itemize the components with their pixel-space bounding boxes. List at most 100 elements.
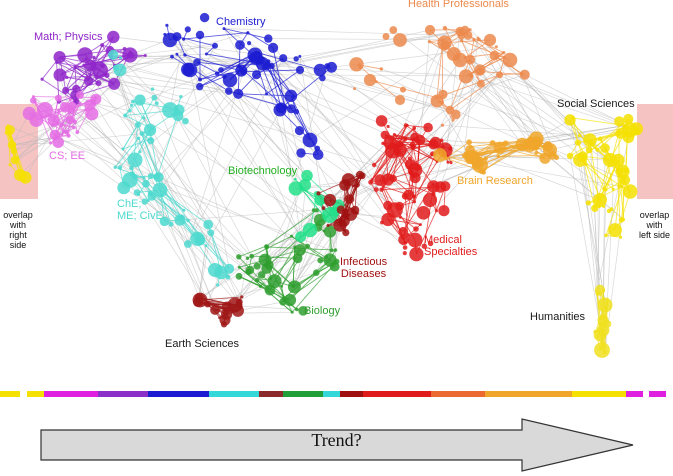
label-overlap-right-side: overlap with right side xyxy=(3,210,33,250)
network-node xyxy=(136,136,141,140)
network-edge xyxy=(381,74,525,122)
overlap-box-right xyxy=(637,104,673,199)
label-humanities: Humanities xyxy=(530,311,586,323)
network-edge xyxy=(205,107,282,246)
network-node xyxy=(445,105,455,115)
network-node xyxy=(218,67,224,73)
network-edge xyxy=(266,66,292,110)
network-node xyxy=(204,52,208,56)
network-edge xyxy=(171,56,230,92)
network-edge xyxy=(223,28,308,176)
network-node xyxy=(583,133,597,147)
network-node xyxy=(66,133,71,138)
network-node xyxy=(433,148,447,162)
network-edge xyxy=(55,136,121,168)
network-node xyxy=(237,265,241,269)
network-node xyxy=(305,243,310,249)
network-node xyxy=(301,169,313,182)
network-node xyxy=(316,191,321,196)
network-node xyxy=(40,77,44,81)
network-node xyxy=(142,180,150,188)
network-node xyxy=(107,30,120,44)
network-node xyxy=(184,26,191,33)
strip-segment xyxy=(26,391,44,397)
network-node xyxy=(614,116,625,127)
network-edge xyxy=(183,32,248,40)
network-node xyxy=(343,209,348,213)
network-node xyxy=(298,54,302,58)
network-node xyxy=(351,184,355,188)
strip-segment xyxy=(363,391,431,397)
network-edge xyxy=(399,127,415,145)
network-edge xyxy=(238,256,271,291)
network-edge xyxy=(465,76,536,143)
network-node xyxy=(502,52,518,68)
strip-segment xyxy=(430,391,485,397)
network-node xyxy=(146,199,150,203)
network-node xyxy=(597,136,603,142)
network-node xyxy=(280,284,284,288)
network-edge xyxy=(268,38,389,206)
network-edge xyxy=(9,113,92,165)
network-node xyxy=(474,64,486,76)
network-node xyxy=(460,25,470,35)
network-node xyxy=(465,145,475,155)
network-node xyxy=(446,160,450,164)
network-node xyxy=(477,37,481,41)
network-node xyxy=(49,129,61,141)
network-edge xyxy=(597,149,600,295)
network-edge xyxy=(444,39,491,44)
network-node xyxy=(363,73,377,87)
network-node xyxy=(618,235,623,239)
network-edge xyxy=(414,42,445,138)
network-node xyxy=(117,165,123,170)
network-node xyxy=(483,33,497,47)
network-node xyxy=(314,194,326,206)
network-node xyxy=(379,67,383,71)
network-node xyxy=(265,92,268,96)
network-edge xyxy=(29,90,66,114)
network-node xyxy=(292,253,303,264)
network-edge xyxy=(227,249,336,308)
network-edge xyxy=(299,69,355,89)
network-edge xyxy=(237,301,283,312)
network-node xyxy=(59,123,64,128)
network-node xyxy=(451,118,455,122)
network-edge xyxy=(291,261,337,313)
network-node xyxy=(100,43,105,48)
network-node xyxy=(322,207,338,223)
network-edge xyxy=(379,59,461,181)
network-node xyxy=(92,55,96,60)
label-infectious-diseases: Infectious Diseases xyxy=(340,256,388,280)
network-edge xyxy=(280,107,302,237)
network-edge xyxy=(74,94,138,126)
network-node xyxy=(393,143,407,157)
network-node xyxy=(254,278,260,283)
network-node xyxy=(168,221,174,227)
label-che-me-cive: ChE; ME; CivE xyxy=(117,198,163,222)
network-node xyxy=(418,223,422,227)
network-node xyxy=(170,54,174,59)
network-node xyxy=(619,174,631,186)
network-edge xyxy=(266,65,451,111)
network-node xyxy=(134,121,141,128)
network-node xyxy=(467,59,471,63)
network-node xyxy=(182,208,186,212)
network-edge xyxy=(478,39,505,58)
network-node xyxy=(83,76,94,86)
network-edge xyxy=(449,60,470,111)
strip-segment xyxy=(282,391,324,397)
network-node xyxy=(68,98,72,102)
network-edge xyxy=(267,61,282,109)
network-node xyxy=(312,149,324,160)
network-node xyxy=(233,88,244,99)
label-social-sciences: Social Sciences xyxy=(557,98,635,110)
network-node xyxy=(65,115,75,125)
network-node xyxy=(75,130,80,135)
network-node xyxy=(403,189,414,201)
network-node xyxy=(597,314,609,326)
network-edge xyxy=(256,74,472,77)
network-node xyxy=(142,176,146,180)
network-node xyxy=(269,277,273,281)
strip-segment xyxy=(339,391,364,397)
